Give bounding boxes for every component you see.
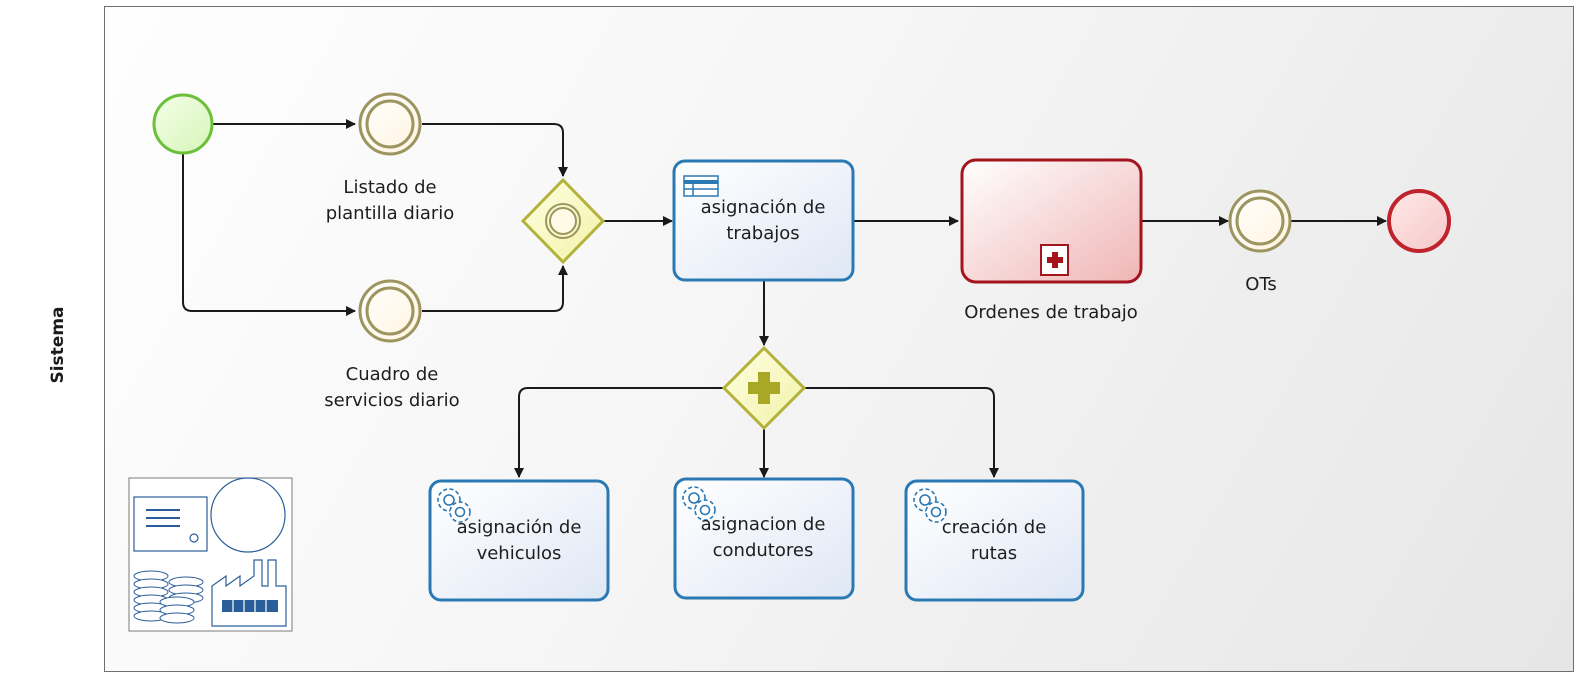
intermediate-event-cuadro[interactable]	[358, 279, 422, 343]
flow-parallel-to-vehiculos	[514, 387, 724, 478]
gear-icon	[437, 488, 471, 523]
flow-parallel-to-rutas	[804, 387, 999, 478]
label-line-2: trabajos	[726, 223, 800, 244]
table-icon	[683, 175, 719, 197]
intermediate-event-listado-label: Listado de plantilla diario	[326, 175, 455, 227]
label-line-2: condutores	[712, 540, 814, 561]
label-line-1: creación de	[941, 517, 1047, 538]
task-asignacion-condutores-label: asignacion de condutores	[701, 512, 826, 564]
flow-listado-to-gateway	[422, 123, 568, 177]
label-line-2: plantilla diario	[325, 203, 455, 224]
task-creacion-rutas-label: creación de rutas	[942, 515, 1047, 567]
intermediate-event-cuadro-label: Cuadro de servicios diario	[324, 362, 459, 414]
plus-square-icon	[1040, 244, 1069, 276]
flow-cuadro-to-gateway	[422, 265, 568, 312]
plus-icon	[748, 372, 780, 404]
label-line-1: asignación de	[700, 197, 826, 218]
task-asignacion-trabajos-label: asignación de trabajos	[701, 195, 826, 247]
label-line-1: asignación de	[456, 517, 582, 538]
lane-header: Sistema	[3, 6, 105, 672]
task-asignacion-vehiculos-label: asignación de vehiculos	[457, 515, 582, 567]
start-event[interactable]	[152, 93, 214, 155]
task-asignacion-trabajos[interactable]	[672, 159, 855, 282]
flow-start-to-cuadro	[182, 154, 356, 316]
gear-icon	[682, 486, 716, 521]
event-based-gateway[interactable]	[520, 177, 606, 265]
task-asignacion-vehiculos[interactable]	[428, 479, 610, 602]
label-line-1: asignacion de	[700, 514, 826, 535]
label-line-2: vehiculos	[476, 543, 562, 564]
label-line-1: Listado de	[343, 177, 437, 198]
parallel-gateway[interactable]	[721, 345, 807, 431]
process-thumbnail-icon	[128, 477, 293, 632]
intermediate-event-ots-label: OTs	[1245, 274, 1277, 295]
gear-icon	[913, 488, 947, 523]
intermediate-event-ots[interactable]	[1228, 189, 1292, 253]
intermediate-event-listado[interactable]	[358, 92, 422, 156]
sequence-flows	[182, 119, 1387, 478]
end-event[interactable]	[1387, 189, 1451, 253]
label-line-2: rutas	[970, 543, 1018, 564]
subprocess-ordenes-trabajo-label: Ordenes de trabajo	[964, 302, 1138, 323]
label-line-2: servicios diario	[324, 390, 460, 411]
label-line-1: Cuadro de	[345, 364, 439, 385]
subprocess-ordenes-trabajo[interactable]	[960, 158, 1143, 284]
task-asignacion-condutores[interactable]	[673, 477, 855, 600]
task-creacion-rutas[interactable]	[904, 479, 1085, 602]
